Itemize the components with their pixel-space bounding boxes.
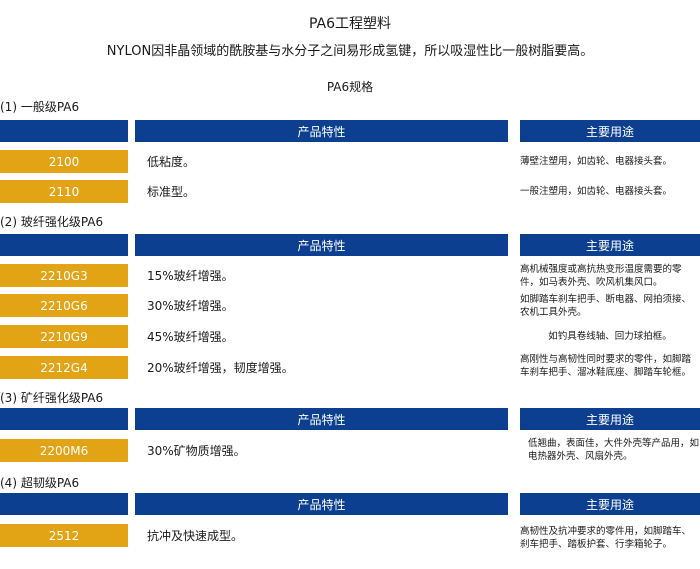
page-title: PA6工程塑料 xyxy=(308,16,392,32)
grade-property: 15%玻纤增强。 xyxy=(147,268,234,283)
section-label-general: (1) 一般级PA6 xyxy=(0,100,80,114)
header-property: 产品特性 xyxy=(135,120,508,142)
grade-usage: 一般注塑用，如齿轮、电器接头套。 xyxy=(520,186,673,197)
grade-property: 抗冲及快速成型。 xyxy=(147,528,244,543)
header-usage: 主要用途 xyxy=(520,120,700,142)
section-label-glass-fiber: (2) 玻纤强化级PA6 xyxy=(0,215,104,229)
grade-code: 2210G6 xyxy=(0,294,128,317)
grade-code: 2212G4 xyxy=(0,356,128,379)
section-label-super-tough: (4) 超韧级PA6 xyxy=(0,476,80,490)
header-property: 产品特性 xyxy=(135,493,508,515)
section-label-mineral: (3) 矿纤强化级PA6 xyxy=(0,391,104,405)
grade-property: 20%玻纤增强，韧度增强。 xyxy=(147,360,294,375)
header-usage: 主要用途 xyxy=(520,234,700,256)
grade-usage: 高韧性及抗冲要求的零件用，如脚踏车、刹车把手、踏板护套、行李箱轮子。 xyxy=(520,526,692,550)
grade-usage: 低翘曲，表面佳，大件外壳等产品用，如电热器外壳、风扇外壳。 xyxy=(528,438,700,462)
grade-usage: 高刚性与高韧性同时要求的零件，如脚踏车刹车把手、溜冰鞋底座、脚踏车轮框。 xyxy=(520,354,692,378)
grade-code: 2200M6 xyxy=(0,439,128,462)
grade-property: 30%矿物质增强。 xyxy=(147,443,246,458)
grade-code: 2100 xyxy=(0,150,128,173)
header-property: 产品特性 xyxy=(135,408,508,430)
grade-property: 低粘度。 xyxy=(147,154,196,169)
header-code-cell xyxy=(0,493,128,515)
grade-code: 2512 xyxy=(0,524,128,547)
grade-property: 标准型。 xyxy=(147,184,196,199)
grade-property: 30%玻纤增强。 xyxy=(147,298,234,313)
grade-property: 45%玻纤增强。 xyxy=(147,329,234,344)
grade-usage: 如钓具卷线轴、回力球拍框。 xyxy=(548,331,672,342)
intro-text: NYLON因非晶领域的酰胺基与水分子之间易形成氢键，所以吸湿性比一般树脂要高。 xyxy=(106,44,594,59)
header-code-cell xyxy=(0,234,128,256)
header-code-cell xyxy=(0,120,128,142)
header-code-cell xyxy=(0,408,128,430)
grade-usage: 高机械强度或高抗热变形温度需要的零件，如马表外壳、吹风机集风口。 xyxy=(520,264,682,288)
grade-usage: 薄壁注塑用，如齿轮、电器接头套。 xyxy=(520,156,673,167)
grade-code: 2210G9 xyxy=(0,325,128,348)
header-usage: 主要用途 xyxy=(520,493,700,515)
grade-code: 2210G3 xyxy=(0,264,128,287)
grade-code: 2110 xyxy=(0,180,128,203)
header-property: 产品特性 xyxy=(135,234,508,256)
spec-title: PA6规格 xyxy=(326,80,374,94)
grade-usage: 如脚踏车刹车把手、断电器、网拍须接、农机工具外壳。 xyxy=(520,294,692,318)
header-usage: 主要用途 xyxy=(520,408,700,430)
